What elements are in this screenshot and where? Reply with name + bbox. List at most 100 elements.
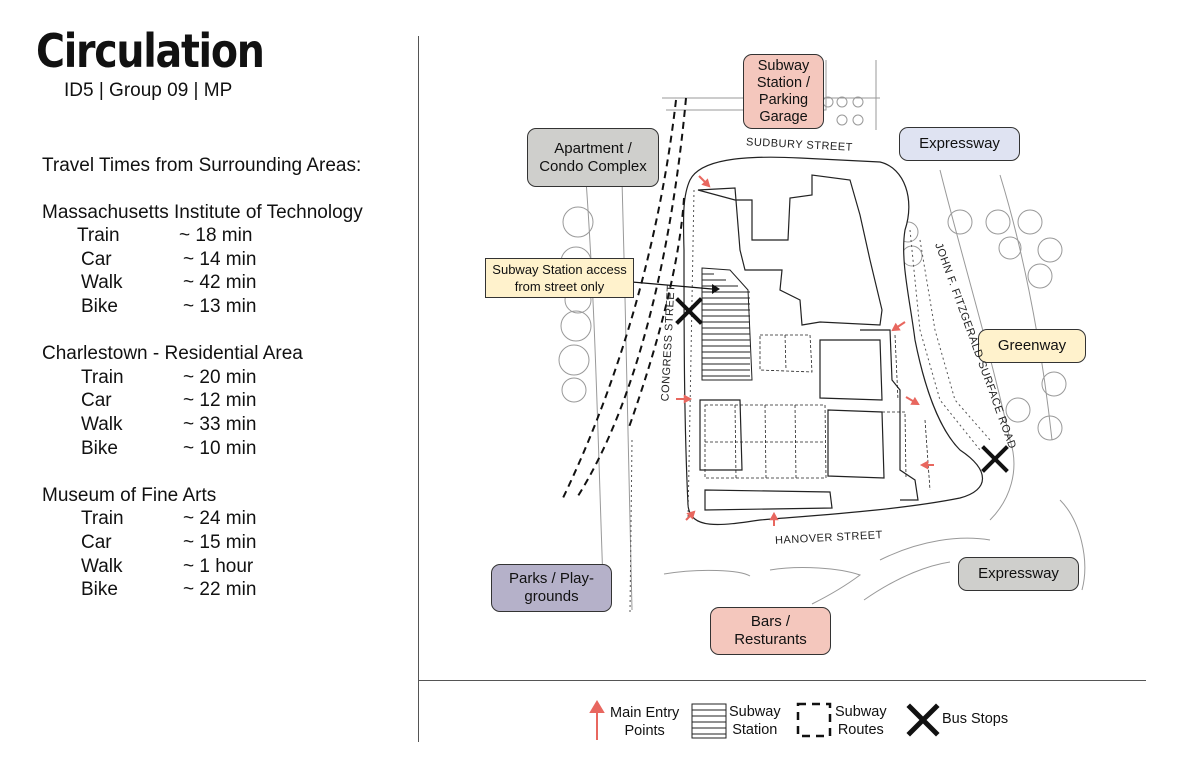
page-subtitle: ID5 | Group 09 | MP: [64, 80, 233, 101]
divider-horizontal: [418, 680, 1146, 681]
entry-arrows: [676, 175, 934, 526]
box-label: Garage: [759, 108, 808, 125]
entry-arrow-head: [910, 396, 920, 406]
legend-bus-stop-icon: [906, 703, 940, 737]
legend-entry-arrow-icon: [589, 700, 605, 740]
entry-arrow-head: [769, 511, 779, 521]
travel-time: ~ 12 min: [183, 390, 257, 412]
travel-row: Walk ~ 33 min: [42, 413, 363, 437]
box-apartment: Apartment / Condo Complex: [527, 128, 659, 187]
travel-mode: Car: [81, 390, 112, 412]
box-subway-parking: Subway Station / Parking Garage: [743, 54, 824, 129]
divider-vertical: [418, 36, 419, 742]
box-label: Greenway: [997, 337, 1067, 354]
box-label: grounds: [524, 588, 579, 605]
subway-routes-thin: [629, 189, 991, 613]
box-greenway: Greenway: [978, 329, 1086, 363]
entry-arrow-head: [686, 510, 696, 520]
travel-mode: Bike: [81, 437, 118, 459]
travel-time: ~ 18 min: [179, 225, 253, 247]
travel-time: ~ 20 min: [183, 366, 257, 388]
subway-station-lines: [702, 273, 750, 377]
entry-arrow-head: [891, 322, 901, 332]
travel-row: Train ~ 18 min: [42, 224, 363, 248]
travel-row: Car ~ 14 min: [42, 248, 363, 272]
travel-time: ~ 33 min: [183, 413, 257, 435]
box-label: Condo Complex: [539, 157, 647, 175]
travel-group-mit: Massachusetts Institute of Technology Tr…: [42, 201, 363, 319]
travel-mode: Car: [81, 531, 112, 553]
bus-stop-icon: [981, 445, 1009, 473]
box-label: Expressway: [978, 565, 1059, 582]
legend-subway-station-label: Subway Station: [729, 703, 781, 739]
travel-mode: Bike: [81, 579, 118, 601]
travel-group-name: Massachusetts Institute of Technology: [42, 201, 363, 223]
travel-times-heading: Travel Times from Surrounding Areas:: [42, 155, 362, 176]
travel-time: ~ 10 min: [183, 437, 257, 459]
travel-row: Bike ~ 22 min: [42, 578, 363, 602]
callout-text: Subway Station access: [492, 262, 627, 277]
box-bars: Bars / Resturants: [710, 607, 831, 655]
legend-subway-routes-label: Subway Routes: [835, 703, 887, 739]
travel-times-panel: Travel Times from Surrounding Areas: Mas…: [42, 154, 363, 602]
travel-group-charlestown: Charlestown - Residential Area Train ~ 20…: [42, 342, 363, 460]
travel-group-name: Charlestown - Residential Area: [42, 343, 303, 365]
travel-group-mfa: Museum of Fine Arts Train ~ 24 min Car ~ 1…: [42, 484, 363, 602]
page-title: Circulation: [36, 24, 265, 78]
callout-pointer: [631, 281, 713, 290]
travel-row: Car ~ 15 min: [42, 531, 363, 555]
legend-text: Main Entry: [610, 705, 680, 721]
legend-text: Points: [624, 723, 665, 739]
bus-stop-icon: [675, 297, 703, 325]
box-parks: Parks / Play- grounds: [491, 564, 612, 612]
legend-text: Station: [732, 722, 778, 738]
legend-text: Subway: [835, 704, 887, 720]
travel-time: ~ 24 min: [183, 508, 257, 530]
box-expressway-bottom: Expressway: [958, 557, 1079, 591]
travel-row: Walk ~ 1 hour: [42, 555, 363, 579]
travel-time: ~ 1 hour: [183, 555, 254, 577]
travel-time: ~ 15 min: [183, 531, 257, 553]
box-label: Resturants: [734, 631, 807, 648]
callout-pointer-head: [712, 284, 720, 294]
travel-mode: Train: [81, 366, 124, 388]
legend-subway-routes-icon: [796, 702, 832, 738]
box-label: Expressway: [919, 135, 1000, 152]
legend-text: Subway: [729, 704, 781, 720]
travel-mode: Train: [81, 508, 124, 530]
box-label: Parks / Play-: [508, 570, 595, 587]
callout-text: from street only: [514, 279, 605, 294]
travel-mode: Walk: [81, 555, 123, 577]
travel-mode: Walk: [81, 272, 123, 294]
travel-time: ~ 22 min: [183, 579, 257, 601]
travel-group-name: Museum of Fine Arts: [42, 484, 217, 506]
parking-grid: [704, 334, 931, 491]
travel-row: Bike ~ 10 min: [42, 437, 363, 461]
box-label: Subway: [757, 57, 810, 74]
box-label: Station /: [756, 74, 811, 91]
entry-arrow-head: [919, 460, 929, 470]
legend-text: Routes: [837, 722, 884, 738]
travel-time: ~ 42 min: [183, 272, 257, 294]
travel-mode: Bike: [81, 295, 118, 317]
travel-time: ~ 14 min: [183, 248, 257, 270]
legend-bus-stops-label: Bus Stops: [942, 711, 1009, 727]
travel-row: Train ~ 24 min: [42, 507, 363, 531]
travel-row: Walk ~ 42 min: [42, 271, 363, 295]
box-expressway-top: Expressway: [899, 127, 1020, 161]
travel-mode: Train: [77, 225, 120, 247]
legend-entry-label: Main Entry Points: [610, 704, 679, 740]
travel-row: Bike ~ 13 min: [42, 295, 363, 319]
box-label: Bars /: [750, 613, 791, 630]
travel-row: Car ~ 12 min: [42, 389, 363, 413]
subway-routes: [561, 97, 687, 501]
subway-access-callout: Subway Station access from street only: [485, 258, 634, 298]
box-label: Parking: [758, 91, 809, 108]
entry-arrow-head: [683, 394, 693, 404]
travel-time: ~ 13 min: [183, 295, 257, 317]
travel-mode: Car: [81, 248, 112, 270]
box-label: Apartment /: [554, 139, 632, 157]
travel-mode: Walk: [81, 413, 123, 435]
entry-arrow-head: [701, 178, 711, 188]
